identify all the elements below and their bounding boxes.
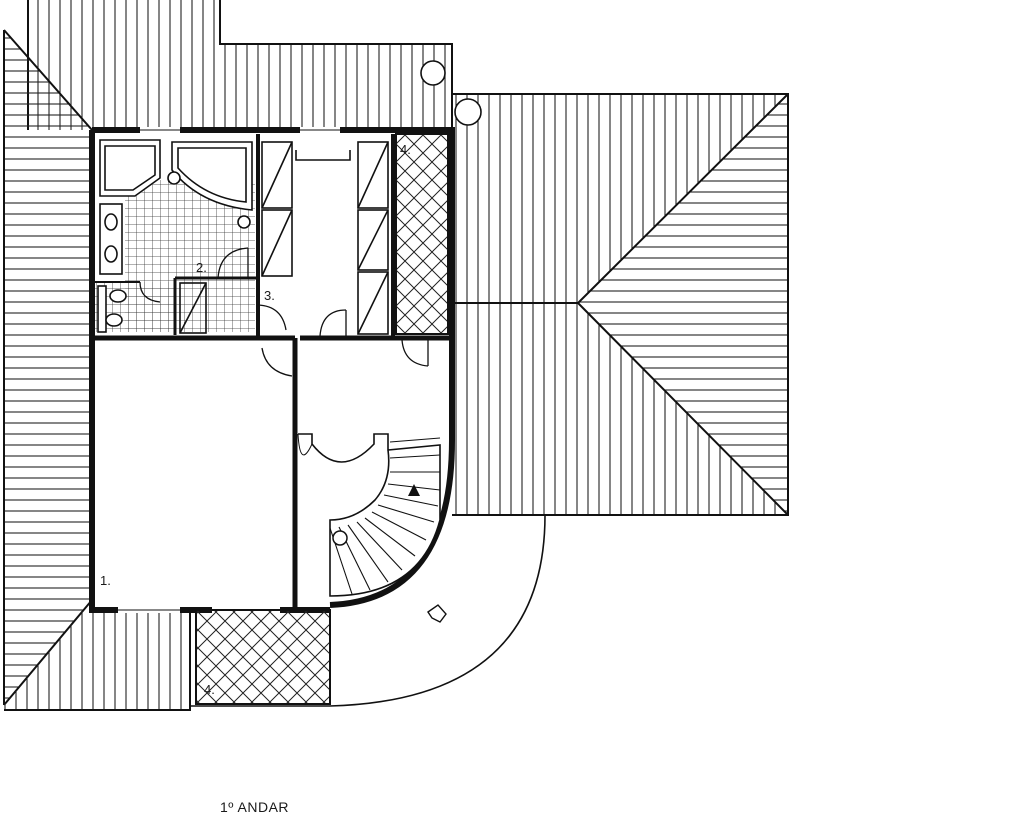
column-circle [420,60,446,86]
room-label-3: 3. [264,288,275,303]
staircase [298,433,441,597]
roof-top-left [27,0,453,130]
terrace-label-bottom: 4. [204,682,215,697]
room-label-1: 1. [100,573,111,588]
room-label-2: 2. [196,260,207,275]
roof-right [452,93,789,516]
column-circle [454,98,482,126]
terrace-label-top: 4. [400,142,411,157]
garden-boundary [329,514,546,707]
plan-title: 1º ANDAR [220,799,289,815]
roof-left [3,29,93,706]
bathroom-fixtures [97,139,253,333]
terrace-bottom [195,609,331,705]
building [89,127,455,613]
roof-bottom-left [4,600,191,711]
terrace-top [396,134,448,334]
plant-icon [427,604,447,623]
doors [139,247,429,377]
